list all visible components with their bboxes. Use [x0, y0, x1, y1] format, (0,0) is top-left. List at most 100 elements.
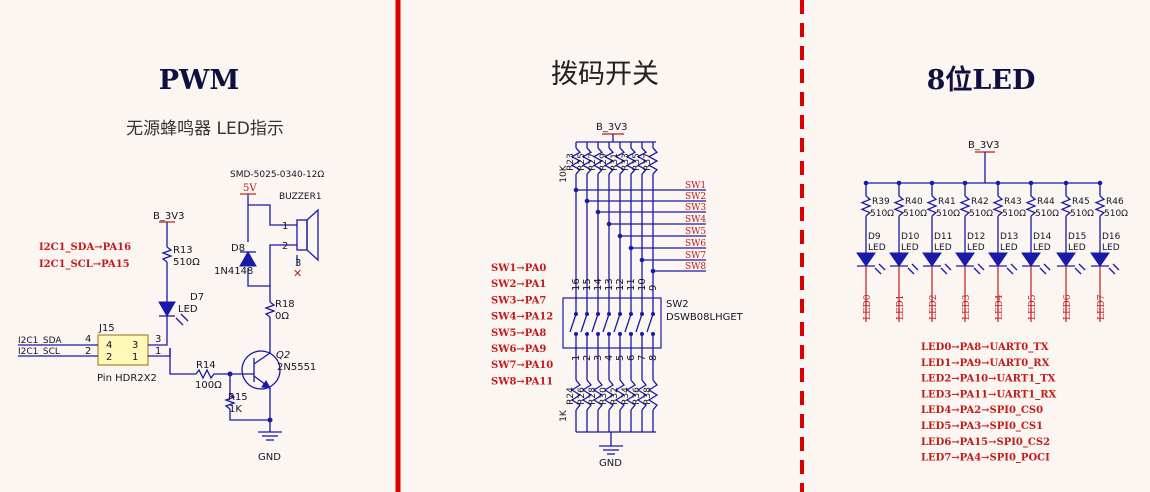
dip-switch-lever[interactable] [569, 313, 577, 333]
dip-bot-res-val: 1K [559, 409, 569, 422]
dip-net-label: SW3 [685, 203, 706, 213]
led-net-label: LED4 [995, 294, 1005, 320]
led-res-ref: R41 [938, 197, 956, 207]
buzzer-pin2: 2 [282, 241, 288, 252]
led-res-val: 510Ω [1035, 209, 1059, 219]
led-net-label: LED6 [1063, 294, 1073, 320]
led-diode-icon [922, 252, 942, 267]
dip-bot-res-ref: R30 [599, 387, 609, 405]
led-diode-icon [1090, 252, 1110, 267]
led-diode-val: LED [1033, 243, 1051, 253]
dip-top-res-val: 10K [559, 164, 569, 182]
led-res-val: 510Ω [1104, 209, 1128, 219]
r18-val: 0Ω [275, 311, 289, 322]
r14-ref: R14 [196, 360, 216, 371]
j15-ext-pin-3: 3 [155, 334, 161, 345]
sw2-ref: SW2 [666, 299, 689, 310]
dip-net-label: SW8 [685, 262, 706, 272]
led-res-ref: R45 [1072, 197, 1090, 207]
dip-net-label: SW6 [685, 239, 706, 249]
pwm-b3v3-label: B_3V3 [153, 211, 184, 222]
led-diode-icon [988, 252, 1008, 267]
q2-ref: Q2 [276, 350, 290, 361]
dip-gnd-label: GND [599, 458, 622, 469]
j15-pin-4: 4 [106, 340, 112, 351]
d7-ref: D7 [190, 292, 204, 303]
led-net-label: LED5 [1028, 294, 1038, 320]
dip-switch-lever[interactable] [613, 313, 621, 333]
net-i2c1-sda: I2C1_SDA [18, 336, 62, 346]
dip-switch-lever[interactable] [602, 313, 610, 333]
j15-pin-3: 3 [132, 340, 138, 351]
dip-top-res-ref: R27 [588, 153, 598, 171]
led-diode-ref: D14 [1033, 232, 1052, 242]
led-map-5: LED5→PA3→SPI0_CS1 [921, 421, 1043, 432]
dip-switch-lever[interactable] [624, 313, 632, 333]
dip-switch-body[interactable] [562, 297, 662, 349]
dip-map-4: SW5→PA8 [491, 328, 546, 339]
buzzer-pin3: 3 [295, 258, 301, 269]
led-diode-ref: D11 [934, 232, 952, 242]
dip-map-2: SW3→PA7 [491, 295, 546, 306]
led-diode-icon [1056, 252, 1076, 267]
dip-bot-res-ref: R34 [621, 387, 631, 405]
led-res-ref: R43 [1004, 197, 1022, 207]
led-res-val: 510Ω [1070, 209, 1094, 219]
led-res-ref: R44 [1037, 197, 1055, 207]
d7-val: LED [178, 304, 198, 315]
power-5v-label: 5V [243, 183, 257, 194]
dip-bot-res-ref: R28 [588, 387, 598, 405]
dip-top-pin: 13 [604, 278, 615, 291]
led-diode-val: LED [1068, 243, 1086, 253]
led-diode-ref: D15 [1068, 232, 1086, 242]
dip-b3v3-label: B_3V3 [596, 122, 627, 133]
buzzer-icon [296, 219, 308, 251]
led-net-label: LED3 [962, 294, 972, 320]
buzzer-nc-x: ✕ [293, 267, 302, 280]
led-b3v3-label: B_3V3 [968, 140, 999, 151]
dip-top-res-ref: R35 [632, 153, 642, 171]
dip-top-pin: 14 [593, 278, 604, 291]
transistor-q2-icon [241, 350, 281, 390]
led-diode-icon [955, 252, 975, 267]
dip-bot-res-ref: R26 [577, 387, 587, 405]
d8-ref: D8 [231, 243, 245, 254]
led-diode-val: LED [934, 243, 952, 253]
pwm-map-1: I2C1_SCL→PA15 [39, 259, 130, 270]
led-diode-val: LED [1102, 243, 1120, 253]
led-d7-icon [158, 301, 176, 318]
dip-switch-lever[interactable] [591, 313, 599, 333]
led-res-val: 510Ω [936, 209, 960, 219]
led-res-ref: R46 [1106, 197, 1124, 207]
dip-bot-res-ref: R32 [610, 387, 620, 405]
dip-top-pin: 11 [626, 278, 637, 291]
led-res-ref: R39 [872, 197, 890, 207]
dip-title: 拨码开关 [551, 59, 659, 90]
led-circuit: B_3V3 [866, 140, 1100, 184]
j15-part: Pin HDR2X2 [97, 373, 157, 384]
led-title: 8位LED [927, 64, 1036, 96]
dip-switch-lever[interactable] [580, 313, 588, 333]
led-diode-icon [1021, 252, 1041, 267]
dip-switch-lever[interactable] [646, 313, 654, 333]
dip-top-pin: 10 [637, 278, 648, 291]
led-map-1: LED1→PA9→UART0_RX [921, 358, 1050, 369]
j15-ref: J15 [98, 323, 115, 334]
led-res-val: 510Ω [1002, 209, 1026, 219]
r15-ref: R15 [228, 392, 248, 403]
dip-top-pin: 9 [648, 285, 659, 291]
led-net-label: LED7 [1097, 294, 1107, 320]
dip-top-pin: 16 [571, 278, 582, 291]
dip-map-7: SW8→PA11 [491, 376, 553, 387]
sw2-part: DSWB08LHGET [666, 312, 744, 323]
led-map-2: LED2→PA10→UART1_TX [921, 374, 1056, 385]
dip-net-label: SW7 [685, 251, 706, 261]
dip-map-6: SW7→PA10 [491, 360, 553, 371]
pwm-subtitle: 无源蜂鸣器 LED指示 [126, 119, 284, 139]
led-diode-val: LED [901, 243, 919, 253]
led-res-ref: R40 [905, 197, 923, 207]
dip-switch-lever[interactable] [635, 313, 643, 333]
dip-map-1: SW2→PA1 [491, 279, 546, 290]
led-res-val: 510Ω [969, 209, 993, 219]
pwm-title: PWM [159, 65, 240, 96]
